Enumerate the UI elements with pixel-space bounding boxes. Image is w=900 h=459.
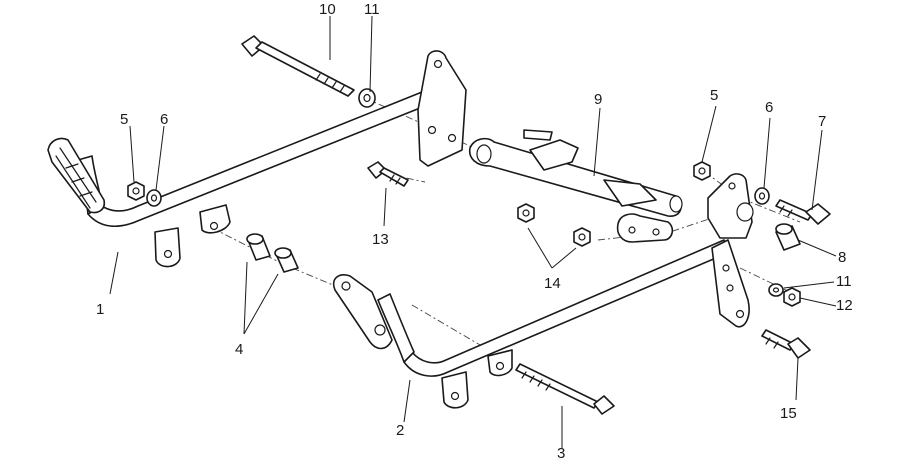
part-12-nut-right — [783, 287, 801, 307]
part-6-washer-left — [146, 189, 162, 207]
callout-10: 10 — [319, 1, 336, 18]
part-3-bolt — [515, 363, 615, 415]
part-1-rear-bar — [47, 87, 441, 268]
callout-9: 9 — [594, 91, 602, 108]
callout-14: 14 — [544, 275, 561, 292]
callout-6-right: 6 — [765, 99, 773, 116]
callout-15: 15 — [780, 405, 797, 422]
part-11-washer-right — [768, 283, 784, 297]
part-14-nut-lower — [573, 227, 591, 247]
part-7-bolt — [775, 199, 831, 225]
part-5-nut-left — [127, 181, 145, 201]
callout-2: 2 — [396, 422, 404, 439]
callout-13: 13 — [372, 231, 389, 248]
part-4-bushing-left — [246, 233, 271, 261]
callout-8: 8 — [838, 249, 846, 266]
part-9-cross-arm — [468, 129, 683, 243]
callout-11-top: 11 — [364, 1, 380, 18]
callout-11-right: 11 — [836, 273, 852, 290]
callout-5-left: 5 — [120, 111, 128, 128]
leader-lines — [109, 15, 837, 448]
right-pivot-bracket — [707, 173, 754, 239]
part-11-washer-top — [358, 88, 376, 108]
callout-1: 1 — [96, 301, 104, 318]
part-15-bolt — [761, 329, 811, 359]
part-2-front-bar — [332, 239, 750, 409]
part-8-spacer — [775, 223, 801, 251]
part-10-bolt — [241, 35, 355, 97]
part-13-bolt — [367, 161, 409, 187]
part-4-bushing-right — [274, 247, 299, 273]
part-6-washer-right — [754, 187, 770, 205]
callout-6-left: 6 — [160, 111, 168, 128]
part-5-nut-right — [693, 161, 711, 181]
callout-7: 7 — [818, 113, 826, 130]
callout-12: 12 — [836, 297, 853, 314]
callout-labels: 10 11 5 6 1 4 13 14 9 2 3 5 6 7 8 11 12 … — [96, 1, 853, 459]
callout-3: 3 — [557, 445, 565, 459]
callout-5-right: 5 — [710, 87, 718, 104]
part-14-nut-upper — [517, 203, 535, 223]
center-mount-bracket — [417, 50, 467, 167]
callout-4: 4 — [235, 341, 243, 358]
